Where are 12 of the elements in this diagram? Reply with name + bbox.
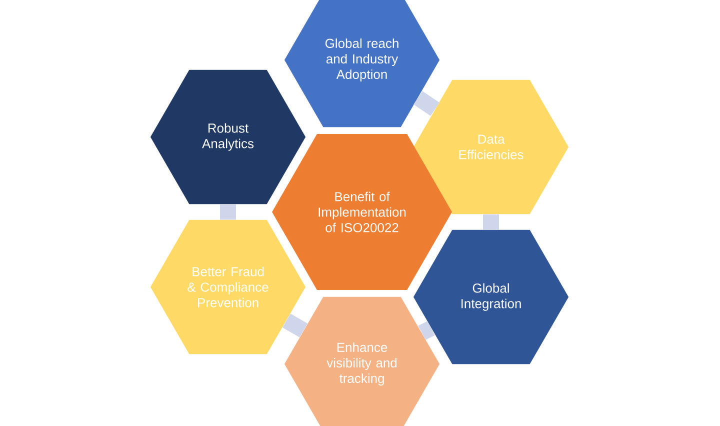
connector-band (220, 204, 236, 220)
connector-band (483, 214, 500, 230)
hexagon: Data Efficiencies (413, 80, 569, 214)
hexagon: Better Fraud & Compliance Prevention (150, 220, 306, 354)
hexagon: Enhance visibility and tracking (284, 296, 440, 426)
connector-band (282, 314, 308, 338)
connector-band (418, 321, 435, 340)
hexagon: Global reach and Industry Adoption (284, 0, 440, 128)
connector-band (414, 91, 440, 116)
hexagon: Global Integration (413, 230, 569, 364)
hexagon: Robust Analytics (150, 70, 306, 204)
hexagon: Benefit of Implementation of ISO20022 (272, 134, 452, 290)
